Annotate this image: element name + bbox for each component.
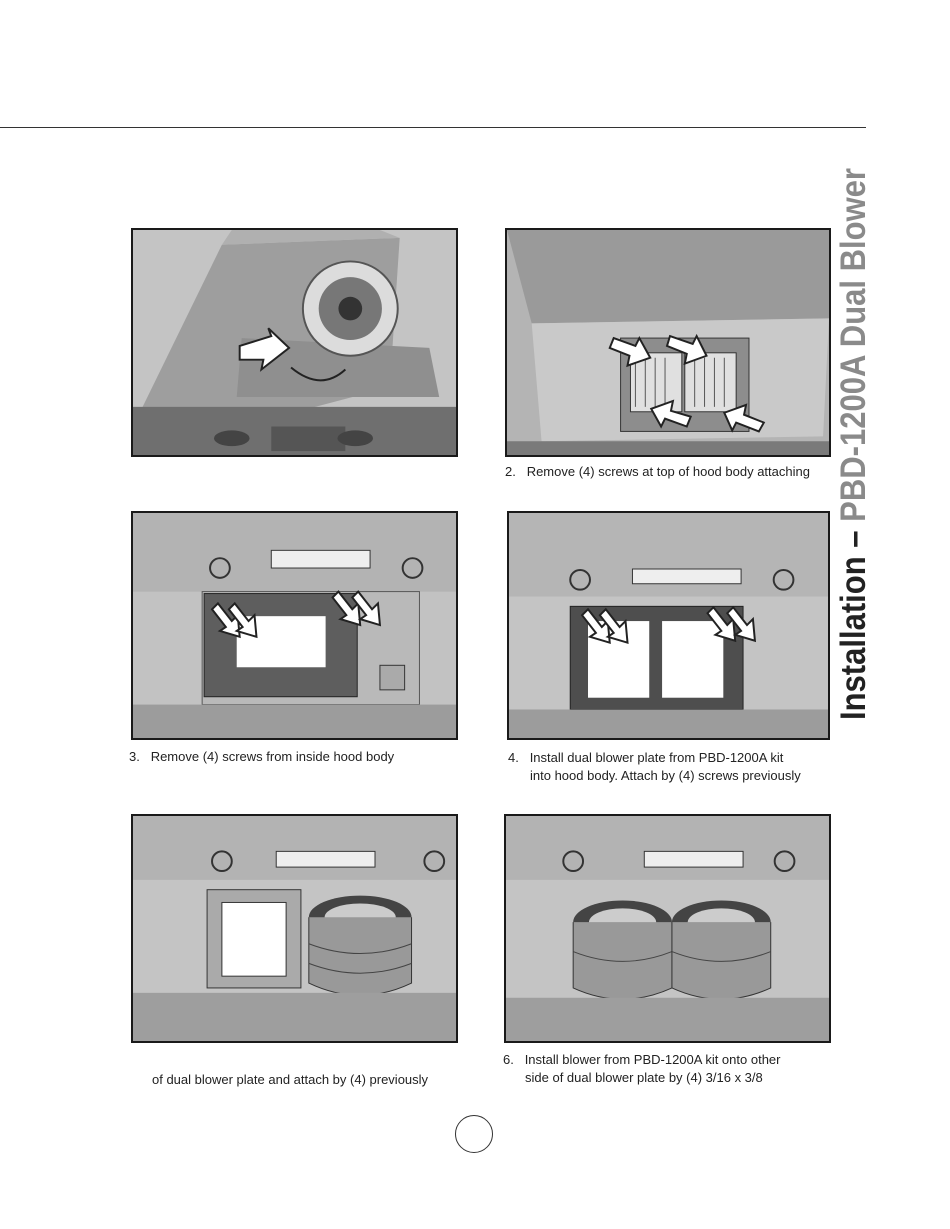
figure-hood-top-screws (505, 228, 831, 457)
caption-step-5: of dual blower plate and attach by (4) p… (152, 1071, 428, 1089)
figure-two-blowers-installed (504, 814, 831, 1043)
caption-step-6-text-1: Install blower from PBD-1200A kit onto o… (524, 1052, 781, 1067)
caption-step-6: 6. Install blower from PBD-1200A kit ont… (503, 1051, 780, 1087)
section-title-graphic: Installation – PBD-1200A Dual Blower (834, 168, 873, 720)
section-title-prefix: Installation – (834, 522, 873, 720)
caption-step-2-text: Remove (4) screws at top of hood body at… (526, 464, 810, 479)
caption-step-6-line-1: 6. Install blower from PBD-1200A kit ont… (503, 1051, 780, 1069)
caption-step-2: 2. Remove (4) screws at top of hood body… (505, 463, 810, 481)
caption-step-3-text: Remove (4) screws from inside hood body (150, 749, 395, 764)
section-title: Installation – PBD-1200A Dual Blower (820, 167, 880, 722)
caption-step-6-number: 6. (503, 1052, 514, 1067)
caption-step-4: 4. Install dual blower plate from PBD-12… (508, 749, 801, 785)
caption-step-4-line-1: 4. Install dual blower plate from PBD-12… (508, 749, 801, 767)
figure-hood-inside-screws (131, 511, 458, 740)
caption-step-3: 3. Remove (4) screws from inside hood bo… (129, 748, 394, 766)
caption-step-5-text: of dual blower plate and attach by (4) p… (152, 1072, 429, 1087)
caption-step-6-line-2: side of dual blower plate by (4) 3/16 x … (525, 1070, 763, 1085)
header-rule (0, 127, 866, 128)
caption-step-4-line-2: into hood body. Attach by (4) screws pre… (530, 768, 801, 783)
caption-step-2-number: 2. (505, 464, 516, 479)
figure-hood-blower-wiring (131, 228, 458, 457)
section-title-product: PBD-1200A Dual Blower (834, 168, 873, 522)
page-number-circle (455, 1115, 493, 1153)
svg-text:Installation – PBD-1200A Dual: Installation – PBD-1200A Dual Blower (834, 168, 873, 720)
caption-step-4-text-1: Install dual blower plate from PBD-1200A… (529, 750, 784, 765)
figure-dual-blower-plate (507, 511, 830, 740)
figure-single-blower-installed (131, 814, 458, 1043)
caption-step-4-number: 4. (508, 750, 519, 765)
caption-step-3-number: 3. (129, 749, 140, 764)
